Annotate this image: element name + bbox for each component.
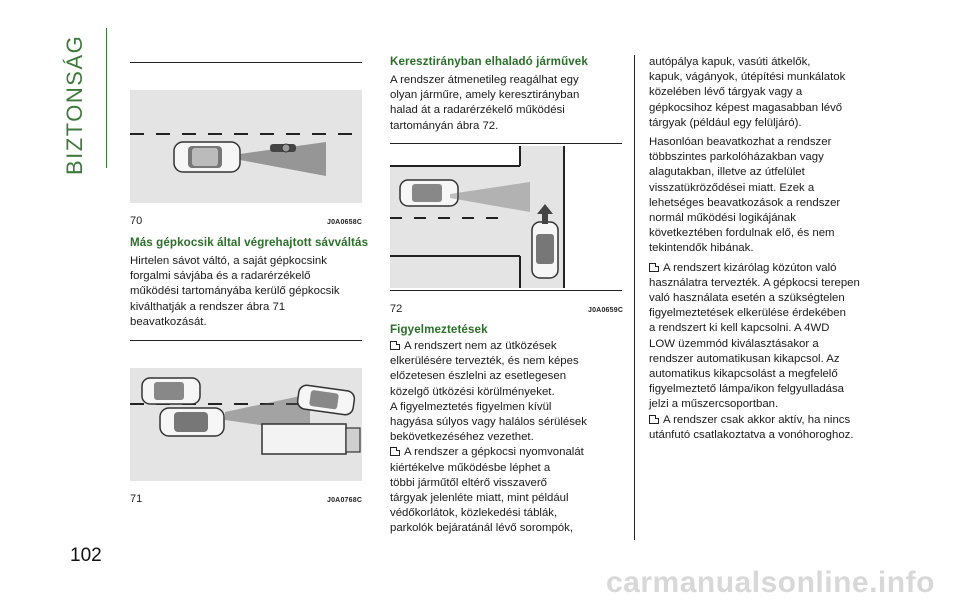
text-fragment: A rendszer csak akkor aktív, ha nincs: [663, 413, 851, 426]
text-line: tárgyak jelenléte miatt, mint például: [390, 492, 569, 505]
text-line: alagutakban, illetve az útfelület: [649, 166, 805, 179]
text-fragment: A rendszer a gépkocsi nyomvonalát: [404, 446, 584, 459]
text-line: A figyelmeztetés figyelmen kívül: [390, 400, 552, 413]
text-line: A rendszert nem az ütközések: [390, 339, 630, 354]
text-line: bekövetkezéséhez vezethet.: [390, 431, 534, 444]
text-line: visszatükröződései miatt. Ezek a: [649, 181, 815, 194]
figure-70-code: J0A0658C: [327, 219, 363, 226]
text-line: kiválthatják a rendszer ábra 71: [130, 300, 286, 313]
text-line: kapuk, vágányok, útépítési munkálatok: [649, 71, 846, 84]
text-line: figyelmeztetések elkerülése érdekében: [649, 307, 846, 320]
heading-lane-change: Más gépkocsik által végrehajtott sávvált…: [130, 236, 369, 249]
figure-70-number: 70: [130, 215, 143, 227]
lane-change-paragraph: Hirtelen sávot váltó, a saját gépkocsink…: [130, 254, 370, 330]
column-divider: [634, 55, 635, 540]
text-line: parkolók bejáratánál lévő sorompók,: [390, 522, 573, 535]
figure-71-image: [130, 368, 362, 481]
text-line: rendszer automatikusan kikapcsol. Az: [649, 352, 840, 365]
text-line: autópálya kapuk, vasúti átkelők,: [649, 56, 811, 68]
text-line: normál működési logikájának: [649, 212, 796, 225]
text-line: előzetesen észlelni az esetlegesen: [390, 370, 567, 383]
text-line: A rendszer átmenetileg reagálhat egy: [390, 74, 579, 86]
text-line: A rendszert kizárólag közúton való: [649, 261, 899, 276]
text-line: többi járműtől eltérő visszaverő: [390, 476, 548, 489]
figure-71-code: J0A0768C: [327, 497, 363, 504]
figure-70-image: [130, 90, 362, 203]
text-line: a rendszert ki kell kapcsolni. A 4WD: [649, 322, 830, 335]
section-title: BIZTONSÁG: [62, 34, 87, 175]
text-line: utánfutó csatlakoztatva a vonóhoroghoz.: [649, 428, 854, 441]
figure-70-top-rule: [130, 62, 362, 63]
text-line: védőkorlátok, közlekedési táblák,: [390, 507, 558, 520]
warning-bullet-icon: [390, 341, 400, 350]
text-line: A rendszer a gépkocsi nyomvonalát: [390, 445, 630, 460]
text-line: lehetséges beavatkozások a rendszer: [649, 196, 841, 209]
warning-bullet-icon: [649, 414, 659, 424]
text-line: figyelmeztető lámpa/ikon felgyulladása: [649, 383, 845, 396]
text-line: kiértékelve működésbe léphet a: [390, 461, 551, 474]
figure-72-top-rule: [390, 143, 622, 144]
text-line: automatikus kikapcsolást a megfelelő: [649, 368, 838, 381]
text-line: használatra tervezték. A gépkocsi terepe…: [649, 276, 860, 289]
text-line: jelzi a műszercsoportban.: [649, 398, 779, 411]
section-title-rule: [106, 28, 107, 168]
text-line: többszintes parkolóházakban vagy: [649, 151, 824, 164]
figure-71-top-rule: [130, 340, 362, 341]
text-line: tartományán ábra 72.: [390, 119, 499, 132]
warnings-paragraph: A rendszert nem az ütközések elkerülésér…: [390, 339, 630, 537]
text-line: A rendszer csak akkor aktív, ha nincs: [649, 413, 899, 428]
figure-72-number: 72: [390, 303, 403, 315]
text-line: való használata esetén a szükségtelen: [649, 292, 845, 305]
text-line: halad át a radarérzékelő működési: [390, 104, 565, 117]
text-line: tekintendők hibának.: [649, 242, 754, 255]
heading-warnings: Figyelmeztetések: [390, 323, 488, 336]
text-line: hagyása súlyos vagy halálos sérülések: [390, 416, 587, 429]
heading-crossing-vehicles: Keresztirányban elhaladó járművek: [390, 55, 588, 68]
text-line: következtében fordulnak elő, és nem: [649, 227, 835, 240]
figure-72-code: J0A0659C: [588, 307, 624, 314]
text-line: Hasonlóan beavatkozhat a rendszer: [649, 136, 832, 149]
page-number: 102: [70, 545, 102, 566]
text-line: beavatkozását.: [130, 315, 207, 328]
figure-72-image: [390, 146, 622, 288]
text-line: LOW üzemmód kiválasztásakor a: [649, 337, 819, 350]
text-line: elkerülésére tervezték, és nem képes: [390, 355, 579, 368]
text-line: működési tartományába kerülő gépkocsik: [130, 285, 340, 298]
crossing-paragraph: A rendszer átmenetileg reagálhat egy oly…: [390, 73, 630, 134]
figure-71-number: 71: [130, 493, 143, 505]
figure-72-bottom-rule: [390, 290, 622, 291]
text-line: Hirtelen sávot váltó, a saját gépkocsink: [130, 255, 327, 267]
watermark: carmanualsonline.info: [606, 566, 935, 599]
text-line: tárgyak (például egy felüljáró).: [649, 116, 802, 129]
text-fragment: A rendszert kizárólag közúton való: [663, 261, 837, 274]
text-line: közelében lévő tárgyak vagy a: [649, 86, 803, 99]
text-fragment: A rendszert nem az ütközések: [404, 340, 557, 352]
text-line: olyan járműre, amely keresztirányban: [390, 89, 580, 102]
column-3-text: autópálya kapuk, vasúti átkelők, kapuk, …: [649, 55, 899, 443]
text-line: közelgő ütközési körülményeket.: [390, 385, 555, 398]
text-line: forgalmi sávjába és a radarérzékelő: [130, 270, 311, 283]
warning-bullet-icon: [649, 262, 659, 272]
text-line: gépkocsihoz képest magasabban lévő: [649, 101, 843, 114]
warning-bullet-icon: [390, 447, 400, 457]
